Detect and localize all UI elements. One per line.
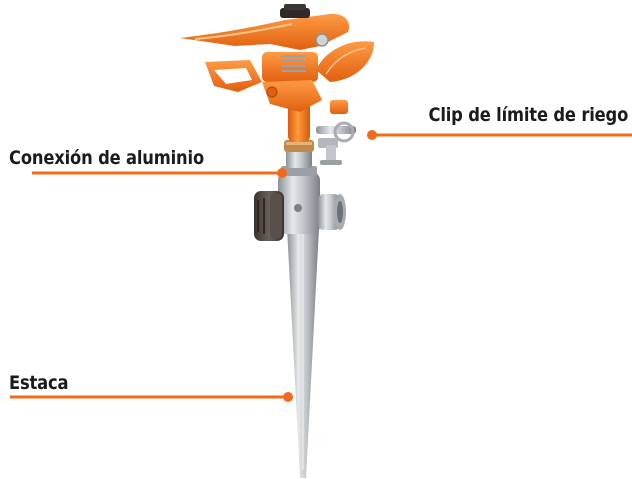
hose-knob <box>254 191 284 241</box>
callout-dot-estaca <box>283 392 293 402</box>
callout-label-conexion: Conexión de aluminio <box>9 147 205 169</box>
impact-head <box>180 4 374 114</box>
spike <box>287 228 319 478</box>
callout-lines <box>10 133 632 399</box>
spike-housing <box>278 166 346 234</box>
limit-clip <box>316 121 356 165</box>
callout-dots <box>277 130 377 402</box>
aluminum-connection <box>284 140 314 168</box>
callout-label-clip: Clip de límite de riego <box>428 104 628 126</box>
callout-dot-conexion <box>277 168 287 178</box>
callout-label-estaca: Estaca <box>9 372 69 394</box>
callout-dot-clip <box>367 130 377 140</box>
